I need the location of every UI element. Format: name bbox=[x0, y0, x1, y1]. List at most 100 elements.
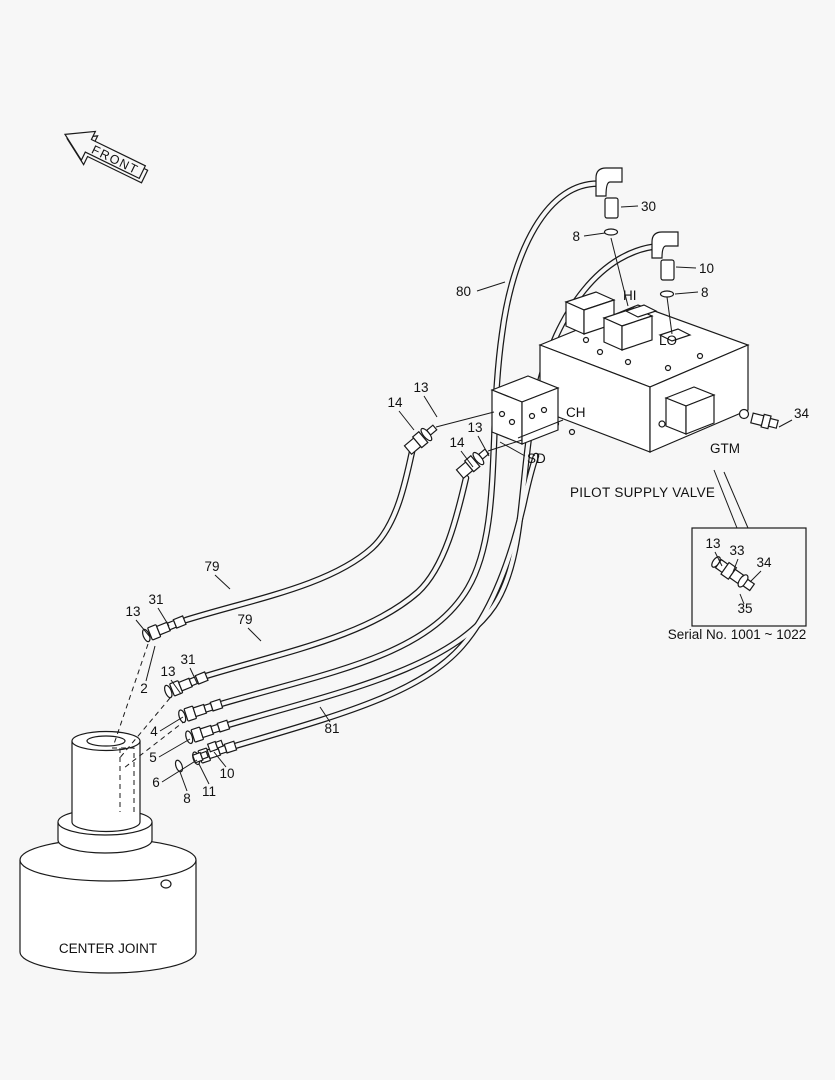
chsd-port-4 bbox=[540, 406, 548, 414]
leader-8-upper-right bbox=[674, 291, 699, 295]
leader-13-mid bbox=[477, 435, 490, 457]
callout-8-upper-right: 8 bbox=[701, 285, 709, 300]
leader-30 bbox=[620, 205, 639, 208]
leader-81 bbox=[319, 706, 331, 723]
port-label-gtm: GTM bbox=[710, 441, 740, 456]
center-joint-swivel-body bbox=[71, 741, 141, 833]
fitting-10-body bbox=[660, 259, 675, 281]
inset-callout-35: 35 bbox=[737, 601, 752, 616]
callout-34-right: 34 bbox=[794, 406, 810, 421]
callout-8-bottom: 8 bbox=[183, 791, 191, 806]
fitting-11-small bbox=[191, 750, 209, 764]
inset-leader-33 bbox=[732, 558, 739, 573]
plug-34-fitting bbox=[750, 412, 779, 430]
hose-79-upper bbox=[182, 448, 416, 624]
hose-79-lower-core bbox=[204, 476, 468, 678]
elbow-fitting-top-left bbox=[595, 167, 623, 197]
detail-inset: 13 33 34 35 Serial No. 1001 ~ 1022 bbox=[668, 469, 807, 642]
callout-13-left-upper: 13 bbox=[125, 604, 140, 619]
valve-bolt-4 bbox=[664, 364, 672, 372]
callout-2: 2 bbox=[140, 681, 148, 696]
callout-14-mid: 14 bbox=[449, 435, 465, 450]
valve-bolt-3 bbox=[582, 336, 590, 344]
callout-13-upper-left: 13 bbox=[413, 380, 428, 395]
callout-31-upper: 31 bbox=[148, 592, 163, 607]
hose-79-lower bbox=[202, 474, 470, 680]
inset-leader-13 bbox=[714, 551, 723, 567]
port-label-hi: HI bbox=[623, 288, 637, 303]
center-joint-swivel-top bbox=[71, 730, 141, 752]
callout-6: 6 bbox=[152, 775, 160, 790]
callout-13-left-lower: 13 bbox=[160, 664, 175, 679]
leader-13-left-upper bbox=[135, 619, 151, 638]
port-label-ch: CH bbox=[566, 405, 586, 420]
fitting-10-small bbox=[206, 739, 224, 753]
leader-8-bottom bbox=[179, 771, 188, 792]
inset-leader-34 bbox=[749, 570, 762, 583]
chsd-block-right bbox=[521, 387, 559, 445]
chsd-port-3 bbox=[528, 412, 536, 420]
leader-10-bottom bbox=[213, 751, 227, 768]
hi-connection-line bbox=[610, 237, 629, 307]
hose-79-upper-core bbox=[184, 450, 414, 622]
inset-callout-13: 13 bbox=[705, 536, 720, 551]
callout-11: 11 bbox=[202, 784, 216, 799]
center-joint-bolt-hole bbox=[160, 879, 172, 889]
callout-79-upper: 79 bbox=[204, 559, 219, 574]
lower-left-fittings bbox=[141, 615, 238, 773]
leader-8-top bbox=[583, 232, 606, 237]
hose-81-core bbox=[233, 454, 538, 748]
center-joint-label: CENTER JOINT bbox=[59, 941, 157, 956]
elbow-fitting-top-right bbox=[651, 231, 679, 259]
leader-31-lower bbox=[189, 667, 198, 684]
valve-bolt-1 bbox=[596, 348, 604, 356]
oring-8-bottom bbox=[174, 759, 184, 773]
chsd-port-1 bbox=[498, 410, 506, 418]
leader-14-upper-left bbox=[398, 410, 415, 431]
inset-pointer-line-1 bbox=[713, 469, 738, 529]
callout-4: 4 bbox=[150, 724, 158, 739]
rigid-tube-lower bbox=[487, 439, 523, 452]
callout-14-upper-left: 14 bbox=[387, 395, 403, 410]
leader-ch bbox=[517, 419, 564, 439]
valve-bolt-5 bbox=[696, 352, 704, 360]
fitting-30-body bbox=[604, 197, 619, 219]
valve-bolt-6 bbox=[658, 420, 666, 428]
fitting-alignment-dash-2 bbox=[117, 697, 171, 761]
fitting-row-4 bbox=[178, 698, 224, 724]
callout-labels: 30 8 10 8 HI LO 80 13 14 13 14 CH SD GTM… bbox=[125, 199, 809, 806]
fitting-row-5 bbox=[185, 719, 231, 745]
leader-13-left-lower bbox=[170, 679, 182, 695]
leader-31-upper bbox=[157, 607, 170, 627]
leader-4 bbox=[159, 716, 184, 732]
center-joint-assembly: CENTER JOINT bbox=[19, 643, 197, 974]
fitting-alignment-dash-3 bbox=[123, 719, 187, 769]
plug-34-port bbox=[738, 408, 750, 420]
leader-sd bbox=[499, 441, 526, 457]
leader-2 bbox=[145, 645, 156, 682]
serial-number-label: Serial No. 1001 ~ 1022 bbox=[668, 627, 806, 642]
center-joint-swivel-top-inner bbox=[86, 735, 126, 747]
front-arrow-label: FRONT bbox=[89, 143, 141, 178]
front-direction-arrow: FRONT bbox=[63, 130, 149, 184]
callout-30: 30 bbox=[641, 199, 656, 214]
port-label-sd: SD bbox=[527, 451, 546, 466]
callout-10-bottom: 10 bbox=[219, 766, 234, 781]
inset-leader-35 bbox=[739, 593, 745, 605]
callout-81: 81 bbox=[324, 721, 339, 736]
oring-8-top bbox=[603, 228, 619, 236]
callout-31-lower: 31 bbox=[180, 652, 195, 667]
rigid-tube-upper bbox=[435, 411, 495, 428]
hose-bundle bbox=[182, 180, 664, 750]
valve-bolt-9 bbox=[568, 428, 576, 436]
callout-5: 5 bbox=[149, 750, 157, 765]
valve-bolt-2 bbox=[624, 358, 632, 366]
leader-6 bbox=[161, 759, 198, 783]
leader-79-lower bbox=[247, 627, 262, 642]
callout-10-top: 10 bbox=[699, 261, 714, 276]
fitting-31-13-lower bbox=[163, 671, 209, 699]
hi-port-boss bbox=[624, 304, 658, 318]
inset-pointer-line-2 bbox=[723, 471, 749, 529]
